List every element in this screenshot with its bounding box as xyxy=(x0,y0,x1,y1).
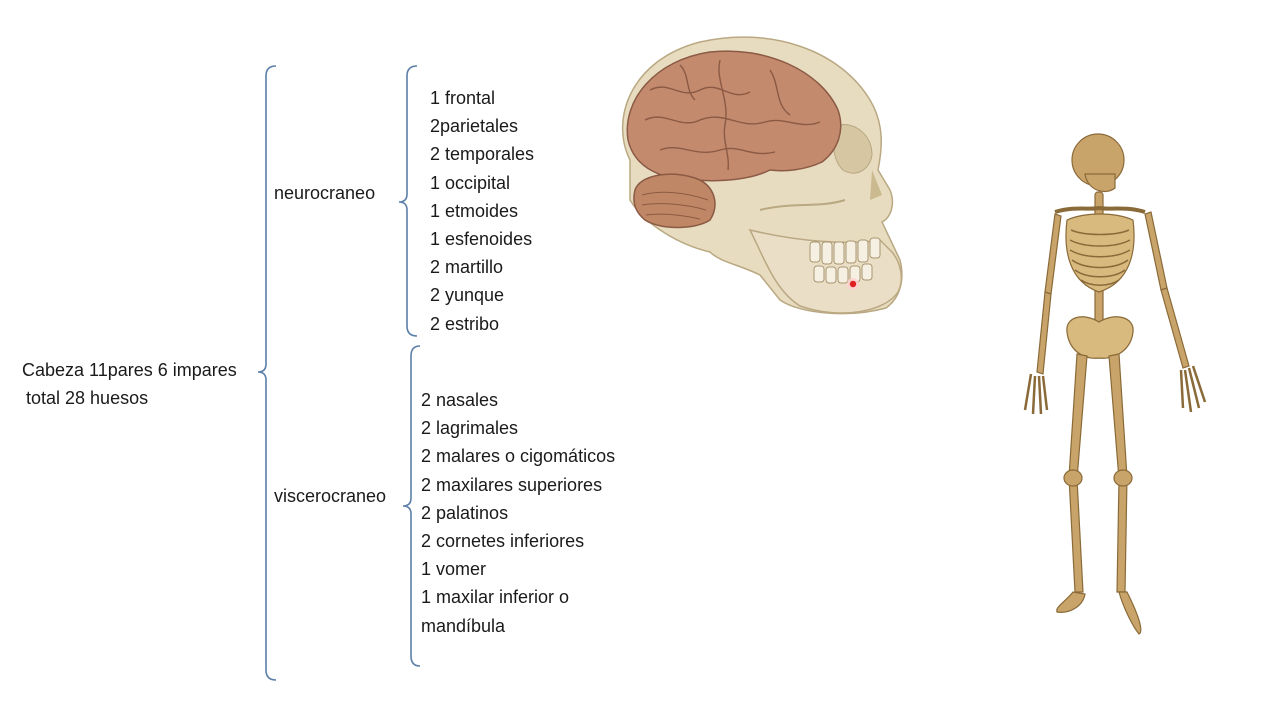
root-label: Cabeza 11pares 6 impares total 28 huesos xyxy=(22,356,237,412)
list-item: 2 malares o cigomáticos xyxy=(421,446,616,467)
list-item: 2 cornetes inferiores xyxy=(421,531,585,552)
list-item: 2 yunque xyxy=(430,285,505,306)
list-item: 1 esfenoides xyxy=(430,229,533,250)
list-item: 2 nasales xyxy=(421,390,499,410)
list-item: 2 martillo xyxy=(430,257,504,278)
skeleton-image xyxy=(1023,133,1207,635)
neuro-brace xyxy=(398,65,418,337)
neurocraneo-list: 1 frontal 2parietales 2 temporales 1 occ… xyxy=(430,84,534,338)
viscero-brace xyxy=(402,345,421,667)
list-item: 1 occipital xyxy=(430,172,511,193)
list-item: mandíbula xyxy=(421,615,506,636)
list-item: 1 vomer xyxy=(421,559,487,580)
list-item: 1 maxilar inferior o xyxy=(421,587,570,608)
root-label-line1: Cabeza 11pares 6 impares xyxy=(22,360,237,380)
list-item: 2 estribo xyxy=(430,313,500,334)
list-item: 2parietales xyxy=(430,116,519,137)
list-item: 2 palatinos xyxy=(421,502,509,523)
viscerocraneo-list: 2 nasales 2 lagrimales 2 malares o cigom… xyxy=(421,386,615,640)
list-item: 1 frontal xyxy=(430,88,496,108)
skull-image xyxy=(622,36,903,315)
list-item: 2 lagrimales xyxy=(421,418,519,439)
main-brace xyxy=(257,65,277,681)
cerebellum xyxy=(633,173,716,229)
list-item: 2 temporales xyxy=(430,144,535,165)
list-item: 1 etmoides xyxy=(430,200,519,221)
category-viscerocraneo: viscerocraneo xyxy=(274,486,387,506)
category-neurocraneo: neurocraneo xyxy=(274,183,376,203)
list-item: 2 maxilares superiores xyxy=(421,474,603,495)
root-label-line2: total 28 huesos xyxy=(26,388,149,408)
